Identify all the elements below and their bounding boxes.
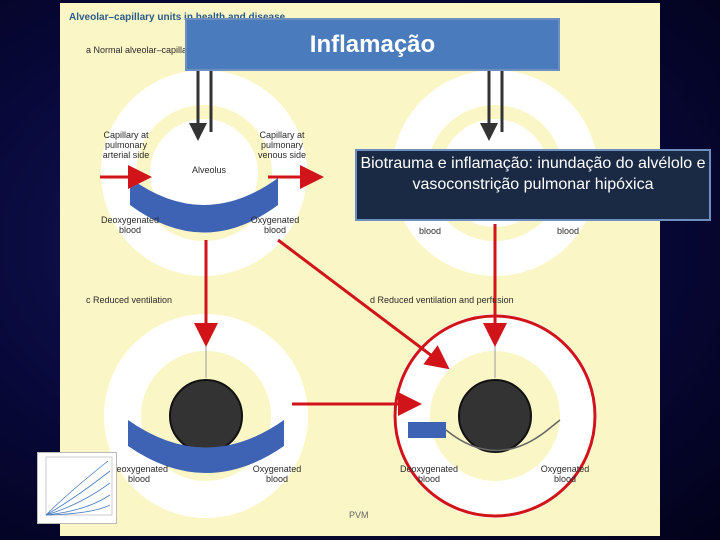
callout-text: Biotrauma e inflamação: inundação do alv… bbox=[360, 155, 706, 193]
panel-a-alveolus-label: Alveolus bbox=[191, 165, 227, 175]
unit-d-vessel-line bbox=[445, 419, 561, 452]
unit-d-flooded-alveolus bbox=[458, 379, 532, 453]
panel-d-oxygenated: Oxygenated blood bbox=[540, 464, 590, 484]
pressure-volume-thumbnail bbox=[37, 452, 117, 524]
figure-heading: Alveolar–capillary units in health and d… bbox=[69, 12, 286, 23]
footer-label: PVM bbox=[349, 510, 369, 520]
panel-a-section-label: a Normal alveolar–capillary bbox=[86, 45, 195, 55]
diagonal-arrow bbox=[277, 238, 450, 370]
unit-d-capillary-narrowed bbox=[408, 422, 446, 438]
panel-a-capillary-venous: Capillary at pulmonary venous side bbox=[257, 130, 307, 160]
panel-d-deoxygenated: Deoxygenated blood bbox=[399, 464, 459, 484]
panel-b-deoxygenated: blood bbox=[418, 226, 442, 236]
unit-c-reduced-ventilation bbox=[104, 240, 308, 518]
unit-c-flooded-alveolus bbox=[169, 379, 243, 453]
panel-b-oxygenated: blood bbox=[556, 226, 580, 236]
panel-d-section-label: d Reduced ventilation and perfusion bbox=[370, 295, 514, 305]
panel-c-oxygenated: Oxygenated blood bbox=[252, 464, 302, 484]
unit-c-capillary bbox=[128, 420, 284, 473]
panel-a-oxygenated: Oxygenated blood bbox=[250, 215, 300, 235]
inflammation-banner: Inflamação bbox=[185, 18, 560, 71]
panel-a-deoxygenated: Deoxygenated blood bbox=[100, 215, 160, 235]
panel-a-capillary-arterial: Capillary at pulmonary arterial side bbox=[102, 130, 150, 160]
banner-title: Inflamação bbox=[309, 30, 436, 58]
unit-a-normal bbox=[100, 46, 324, 276]
unit-a-capillary bbox=[130, 178, 278, 233]
thumbnail-curves bbox=[45, 456, 113, 516]
panel-c-section-label: c Reduced ventilation bbox=[86, 295, 173, 305]
biotrauma-callout: Biotrauma e inflamação: inundação do alv… bbox=[355, 149, 711, 221]
unit-a-alveolus bbox=[150, 119, 258, 227]
panel-c-deoxygenated: Deoxygenated blood bbox=[109, 464, 169, 484]
